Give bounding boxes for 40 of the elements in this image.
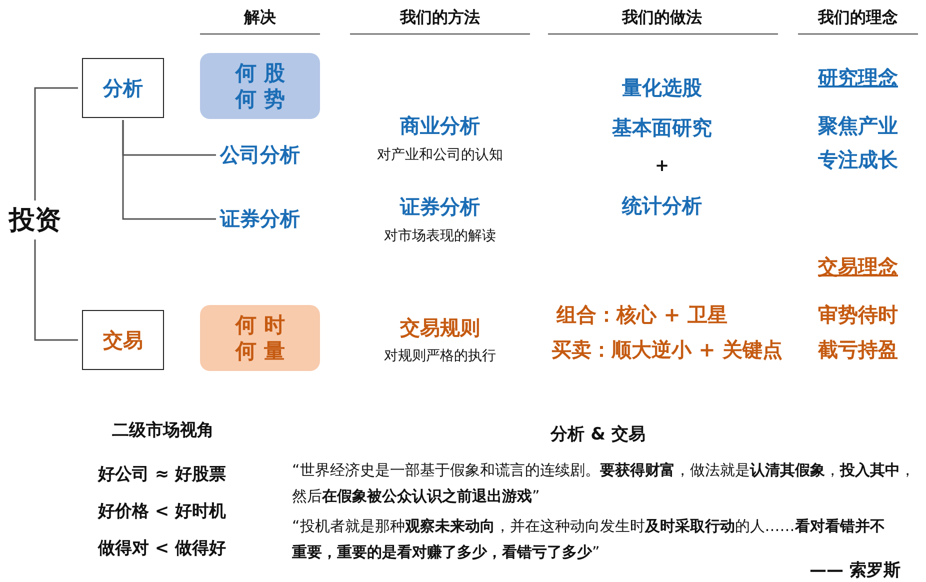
category-box: 分析 bbox=[82, 58, 164, 118]
column-header: 解决 bbox=[244, 8, 276, 28]
principle-text: 审势待时 bbox=[818, 302, 898, 328]
connector-line bbox=[122, 120, 216, 220]
column-header: 我们的理念 bbox=[818, 8, 898, 28]
method-heading: 商业分析 bbox=[400, 112, 480, 140]
section-heading: 分析 & 交易 bbox=[550, 424, 646, 446]
question-box: 何股何势 bbox=[200, 53, 320, 119]
principle-heading: 交易理念 bbox=[818, 254, 898, 280]
principle-text: 专注成长 bbox=[818, 146, 898, 174]
comparison-text: 好价格 < 好时机 bbox=[98, 500, 226, 522]
comparison-text: 好公司 ≈ 好股票 bbox=[98, 464, 226, 486]
method-description: 对产业和公司的认知 bbox=[377, 146, 503, 164]
method-text: 量化选股 bbox=[622, 74, 702, 102]
question-box: 何时何量 bbox=[200, 305, 320, 371]
method-description: 对市场表现的解读 bbox=[384, 227, 496, 245]
principle-text: 聚焦产业 bbox=[818, 112, 898, 140]
branch-label: 证券分析 bbox=[220, 206, 300, 232]
method-text: 统计分析 bbox=[622, 192, 702, 220]
comparison-text: 做得对 < 做得好 bbox=[98, 538, 226, 560]
quote-text: “世界经济史是一部基于假象和谎言的连续剧。要获得财富，做法就是认清其假象，投入其中，然后在假象被公众认识之前退出游戏” bbox=[292, 460, 916, 507]
section-heading: 二级市场视角 bbox=[112, 420, 214, 442]
principle-text: 截亏持盈 bbox=[818, 336, 898, 364]
column-header: 我们的方法 bbox=[400, 8, 480, 28]
connector-line bbox=[34, 240, 78, 341]
column-header: 我们的做法 bbox=[622, 8, 702, 28]
attribution-text: —— 索罗斯 bbox=[810, 560, 900, 582]
method-text: 买卖：顺大逆小 + 关键点 bbox=[552, 336, 782, 364]
method-heading: 证券分析 bbox=[400, 194, 480, 220]
connector-line bbox=[34, 87, 78, 200]
quote-text: “投机者就是那种观察未来动向，并在这种动向发生时及时采取行动的人……看对看错并不重要，重要的是看对赚了多少，看错亏了多少” bbox=[292, 516, 886, 561]
root-label: 投资 bbox=[9, 202, 61, 238]
method-description: 对规则严格的执行 bbox=[384, 347, 496, 365]
category-box: 交易 bbox=[82, 310, 164, 370]
method-heading: 交易规则 bbox=[400, 314, 480, 342]
principle-heading: 研究理念 bbox=[818, 64, 898, 92]
plus-sign: + bbox=[654, 156, 670, 176]
branch-label: 公司分析 bbox=[220, 142, 300, 168]
method-text: 基本面研究 bbox=[612, 114, 712, 142]
method-text: 组合：核心 + 卫星 bbox=[556, 302, 728, 328]
